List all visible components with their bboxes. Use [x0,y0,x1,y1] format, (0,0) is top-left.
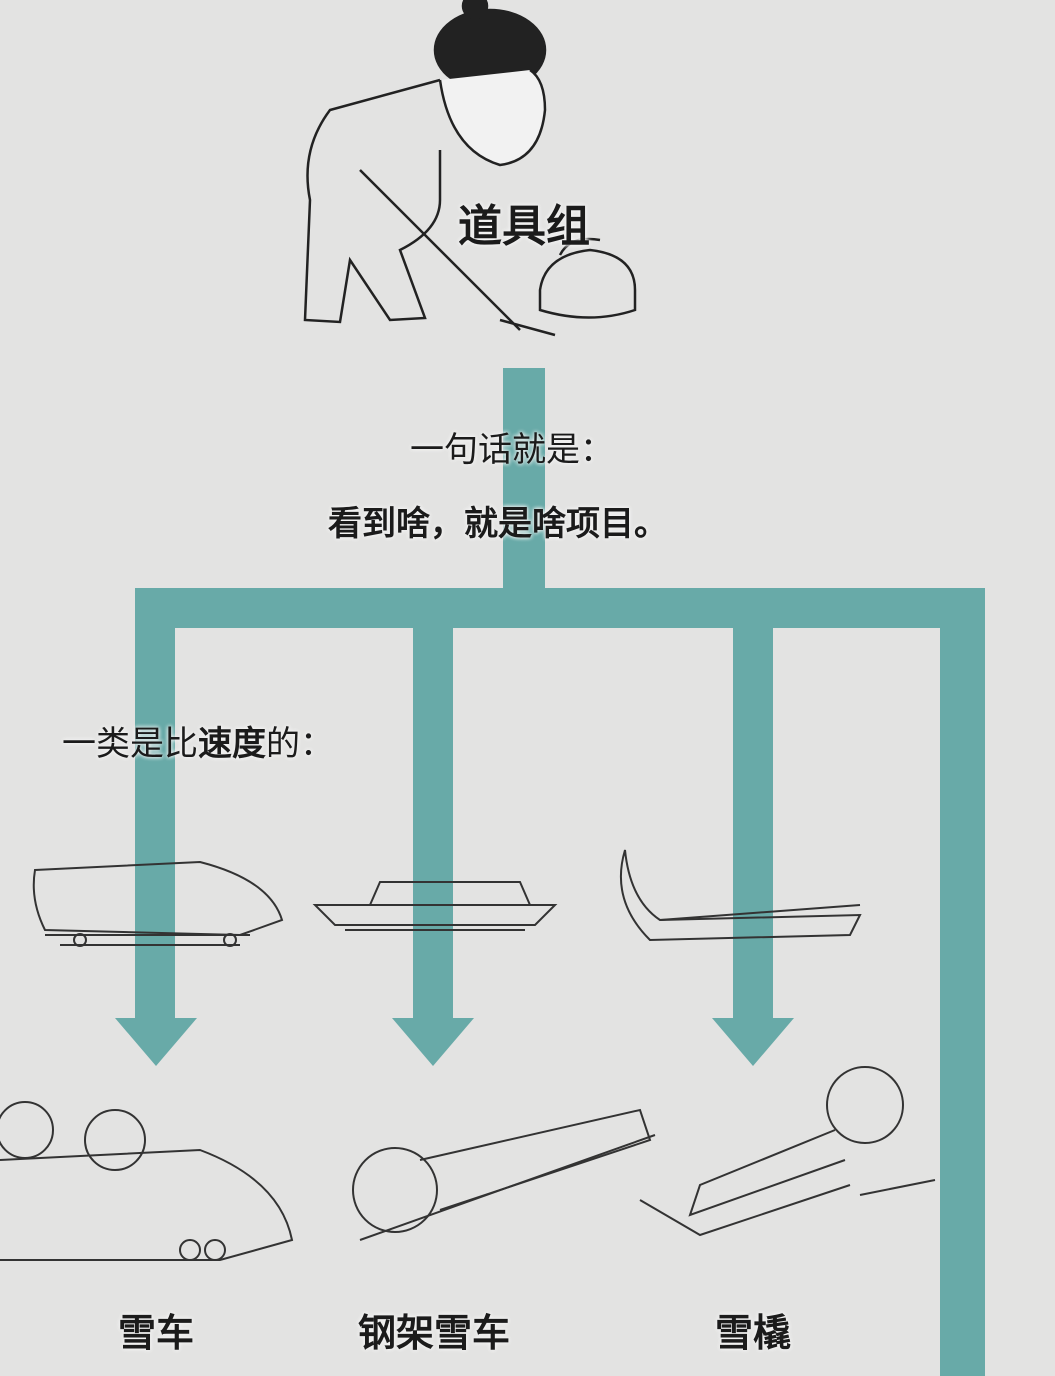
connector-bobsleigh [135,588,175,1020]
arrow-bobsleigh [115,1018,197,1066]
skeleton-sled-drawing [312,881,558,931]
bobsleigh-athletes-drawing [0,1101,294,1261]
sport-label-luge: 雪橇 [715,1311,792,1355]
summary-statement: 看到啥，就是啥项目。 [328,504,668,544]
arrow-skeleton [392,1018,474,1066]
sport-label-skeleton: 钢架雪车 [358,1311,511,1355]
skeleton-athlete-drawing [352,1108,656,1241]
category-emphasis: 速度 [198,724,266,764]
summary-intro: 一句话就是： [410,430,614,470]
luge-sled-drawing [619,849,862,942]
curling-sweeper-illustration [303,0,637,337]
connector-stem-top [503,368,545,590]
category-suffix: 的： [266,724,334,764]
connector-horizontal [135,588,985,628]
sport-label-bobsleigh: 雪车 [118,1311,195,1355]
bobsleigh-sled-drawing [32,860,284,947]
arrow-luge [712,1018,794,1066]
luge-athlete-drawing [639,1066,936,1237]
connector-luge [733,620,773,1020]
connector-right-branch [940,588,985,1376]
connector-skeleton [413,620,453,1020]
category-heading: 一类是比速度的： [62,716,334,765]
group-title: 道具组 [458,201,590,252]
category-prefix: 一类是比 [62,724,198,764]
